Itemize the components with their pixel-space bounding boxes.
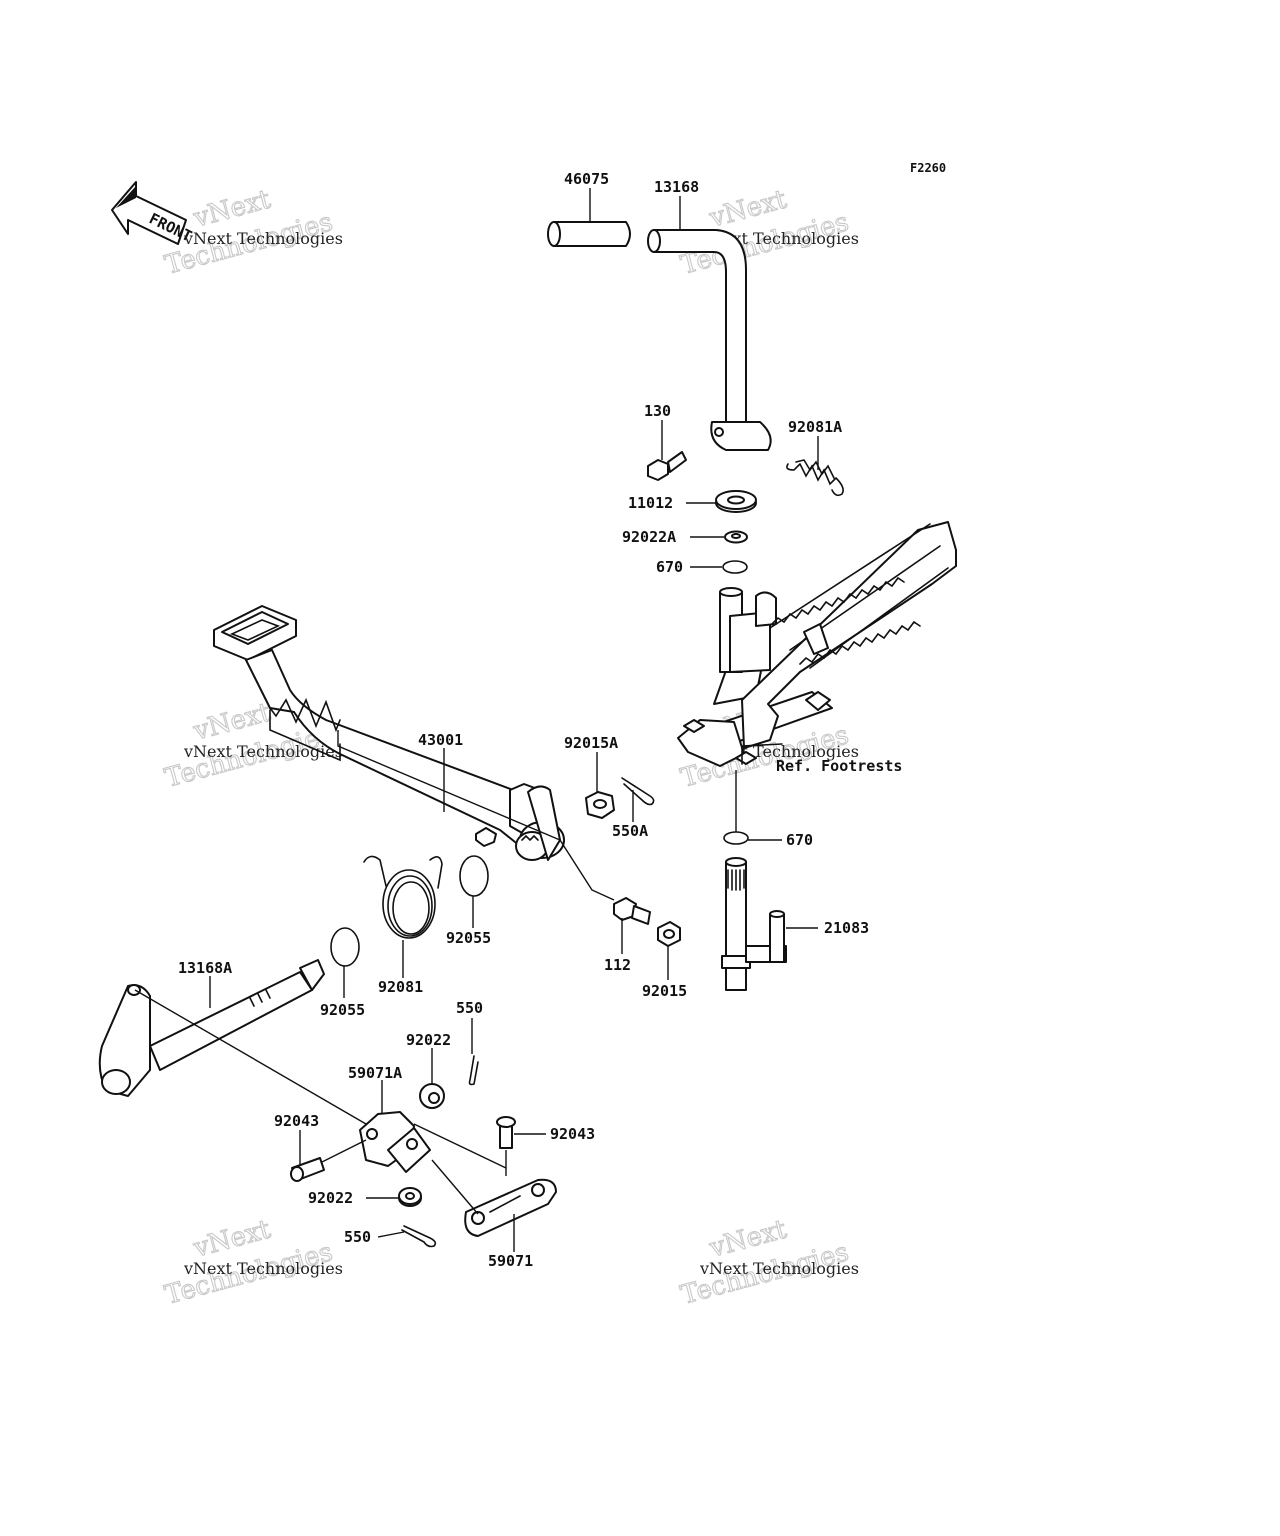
part-washer-92022-upper — [419, 1083, 445, 1109]
callout-550-upper: 550 — [456, 999, 483, 1017]
callout-550A: 550A — [612, 822, 648, 840]
front-arrow-icon: FRONT — [111, 181, 195, 245]
callout-59071A: 59071A — [348, 1064, 402, 1082]
ref-footrests-label: Ref. Footrests — [776, 757, 902, 775]
callout-92022-upper: 92022 — [406, 1031, 451, 1049]
part-washer-92022-lower — [398, 1187, 422, 1207]
watermark-text-b: vNext Technologies — [699, 1259, 859, 1278]
callout-13168: 13168 — [654, 178, 699, 196]
callout-92043-left: 92043 — [274, 1112, 319, 1130]
part-shaft-13168A — [98, 959, 325, 1097]
callout-labels: 46075 13168 130 92081A 11012 92022A 670 … — [178, 170, 869, 1270]
callout-92022A: 92022A — [622, 528, 676, 546]
part-cotter-pin-550A — [621, 777, 655, 806]
callout-92055-upper: 92055 — [446, 929, 491, 947]
part-clevis-59071A — [359, 1111, 431, 1173]
part-lever-13168 — [647, 229, 772, 451]
part-pin-92043-right — [496, 1116, 516, 1149]
part-grip-46075 — [547, 221, 631, 247]
watermark-text-b: vNext Technologies — [183, 742, 343, 761]
callout-670-top: 670 — [656, 558, 683, 576]
callout-130: 130 — [644, 402, 671, 420]
part-spring-92081 — [363, 855, 443, 939]
part-oring-92055-upper — [459, 855, 489, 897]
callout-92015: 92015 — [642, 982, 687, 1000]
part-bolt-112 — [613, 897, 651, 925]
part-oring-670-lower — [723, 831, 749, 845]
callout-21083: 21083 — [824, 919, 869, 937]
callout-59071: 59071 — [488, 1252, 533, 1270]
callout-46075: 46075 — [564, 170, 609, 188]
part-footrest-assembly — [677, 521, 957, 767]
part-bolt-130 — [647, 451, 687, 481]
leader-lines — [134, 188, 819, 1252]
part-nut-92015A — [585, 791, 615, 819]
part-oring-92055-lower — [330, 927, 360, 967]
part-shaft-21083 — [721, 857, 787, 991]
part-cotter-pin-550-upper — [468, 1055, 479, 1086]
part-brake-pedal-43001 — [213, 605, 565, 861]
callout-13168A: 13168A — [178, 959, 232, 977]
callout-92015A: 92015A — [564, 734, 618, 752]
part-washer-92022A — [724, 530, 748, 544]
watermark-text-b: vNext Technologies — [183, 229, 343, 248]
watermark-text-b: vNext Technologies — [183, 1259, 343, 1278]
callout-92081A: 92081A — [788, 418, 842, 436]
callout-112: 112 — [604, 956, 631, 974]
part-spring-92081A — [786, 459, 844, 497]
part-nut-92015 — [657, 921, 681, 947]
part-spacer-11012 — [715, 490, 757, 513]
callout-92043-right: 92043 — [550, 1125, 595, 1143]
callout-11012: 11012 — [628, 494, 673, 512]
callout-670-lower: 670 — [786, 831, 813, 849]
callout-550-lower: 550 — [344, 1228, 371, 1246]
callout-92081: 92081 — [378, 978, 423, 996]
part-link-plate-59071 — [464, 1178, 557, 1237]
callout-43001: 43001 — [418, 731, 463, 749]
part-pin-92043-left — [290, 1157, 325, 1182]
callout-92022-lower: 92022 — [308, 1189, 353, 1207]
part-oring-670-top — [722, 560, 748, 574]
callout-92055-lower: 92055 — [320, 1001, 365, 1019]
diagram-code: F2260 — [910, 161, 946, 175]
part-cotter-pin-550-lower — [401, 1225, 437, 1248]
